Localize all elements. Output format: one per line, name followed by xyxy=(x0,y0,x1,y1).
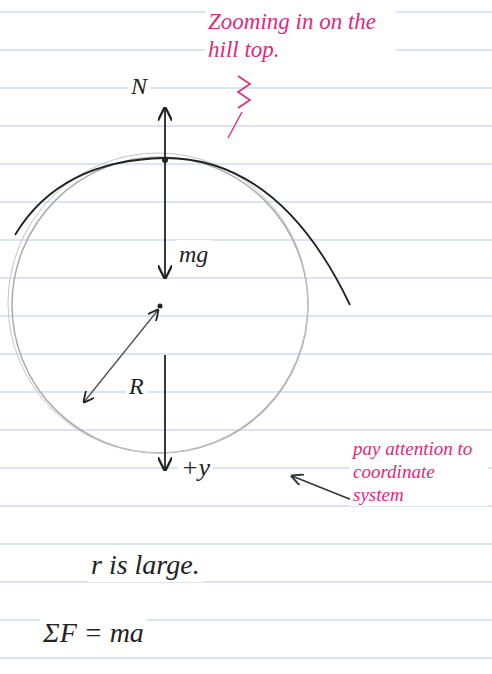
equation-text: ΣF = ma xyxy=(40,616,147,650)
pencil-circle xyxy=(12,157,308,453)
ruled-lines xyxy=(0,12,492,658)
normal-force-arrow xyxy=(164,108,166,158)
callout-squiggle xyxy=(238,76,250,108)
center-point xyxy=(158,304,163,309)
note-text: r is large. xyxy=(88,548,203,582)
annotation-note: Zooming in on the hill top. xyxy=(205,8,396,63)
dimension-label: R xyxy=(126,372,147,401)
annotation-note: pay attention to coordinate system xyxy=(350,438,488,506)
force-label: mg xyxy=(176,240,211,269)
pencil-circle xyxy=(8,153,308,453)
radius-arrow xyxy=(84,310,158,402)
hill-top-curve xyxy=(15,158,350,305)
axis-label: +y xyxy=(178,452,213,483)
weight-arrow xyxy=(164,162,166,278)
leader-arrow xyxy=(292,476,352,500)
axis-arrow xyxy=(164,355,166,470)
leader-line xyxy=(228,112,242,138)
force-label: N xyxy=(128,72,150,101)
